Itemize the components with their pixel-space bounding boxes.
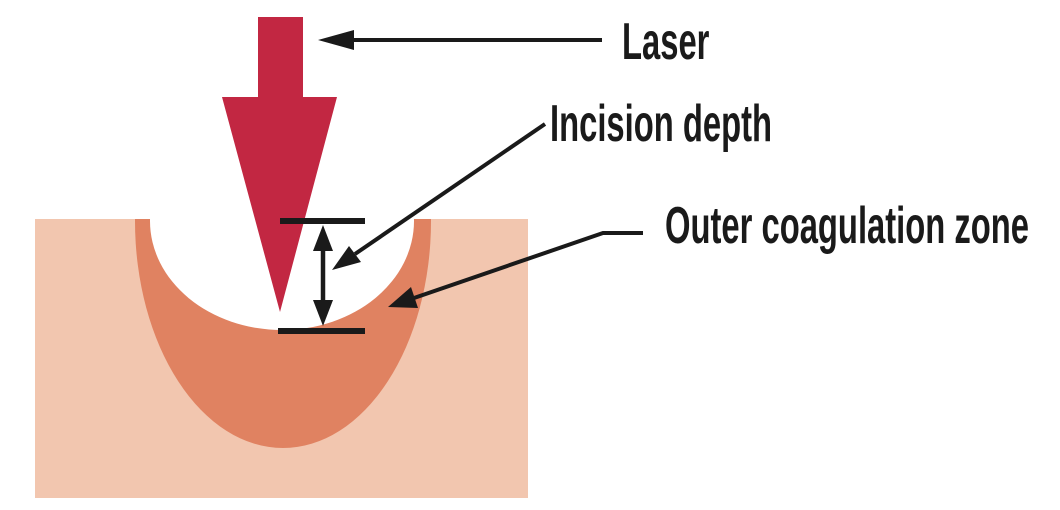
laser-beam-arrow-icon bbox=[222, 17, 337, 312]
incision-depth-leader-line bbox=[332, 122, 547, 270]
incision-depth-double-arrow-icon bbox=[313, 225, 333, 326]
incision-depth-label: Incision depth bbox=[550, 95, 773, 153]
laser-label: Laser bbox=[622, 13, 710, 71]
laser-leader-line bbox=[318, 30, 602, 50]
outer-coagulation-zone-label: Outer coagulation zone bbox=[665, 197, 1030, 255]
coagulation-zone-leader-line bbox=[388, 231, 643, 308]
